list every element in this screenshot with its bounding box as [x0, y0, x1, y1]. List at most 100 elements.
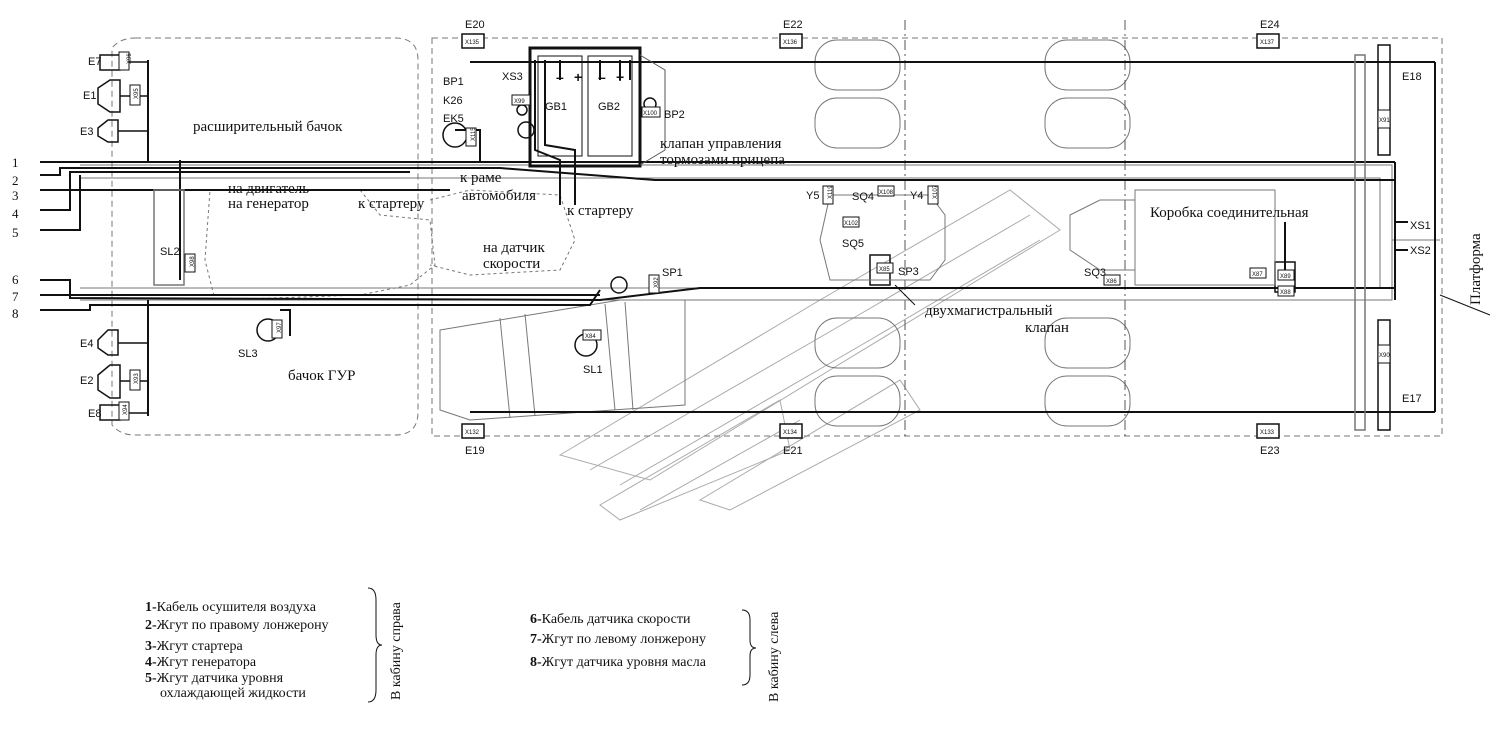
component-label: BP1: [443, 76, 464, 88]
legend-right: 1-Кабель осушителя воздуха 2-Жгут по пра…: [145, 600, 404, 701]
power-steering-tank-label: бачок ГУР: [288, 368, 355, 384]
lamp-label: E2: [80, 375, 93, 387]
wire-number: 7: [12, 289, 19, 304]
component-label: SQ4: [852, 191, 874, 203]
wire-number: 6: [12, 272, 19, 287]
svg-text:X98: X98: [190, 256, 196, 267]
two-line-valve-pointer: [894, 284, 916, 306]
connector-tag: X92: [648, 274, 660, 294]
battery-sign: +: [616, 69, 624, 85]
engine-outline: [204, 189, 576, 301]
connector-tag: X132: [465, 430, 480, 436]
junction-box-label: Коробка соединительная: [1150, 205, 1309, 221]
svg-text:X88: X88: [1280, 290, 1291, 296]
connector-tag: X94: [118, 401, 130, 421]
battery-sign: –: [598, 69, 606, 85]
valve-label: тормозами прицепа: [660, 152, 785, 168]
svg-text:X97: X97: [277, 322, 283, 333]
lamp-label: E18: [1402, 71, 1422, 83]
component-label: Y5: [806, 190, 819, 202]
connector-tag: X85: [876, 262, 894, 274]
connector-tag: X100: [641, 106, 661, 118]
connector-tag: X102: [842, 216, 860, 228]
component-label: SP3: [898, 266, 919, 278]
expansion-tank-label: расширительный бачок: [193, 119, 343, 135]
legend-item-cont: охлаждающей жидкости: [160, 686, 306, 701]
legend-item: 3-Жгут стартера: [145, 639, 243, 654]
component-label: EK5: [443, 113, 464, 125]
legend-brace-left: [741, 609, 757, 686]
connector-tag: X90: [1377, 344, 1391, 364]
svg-text:X86: X86: [1106, 279, 1117, 285]
wire-number: 4: [12, 206, 19, 221]
lamp-label: E4: [80, 338, 93, 350]
lamp-label: E23: [1260, 445, 1280, 457]
connector-tag: X91: [1377, 109, 1391, 129]
legend-item: 5-Жгут датчика уровня: [145, 671, 284, 686]
legend-item: 1-Кабель осушителя воздуха: [145, 600, 317, 615]
wire-number: 5: [12, 225, 19, 240]
connector-tag: X96: [118, 51, 133, 71]
platform-pointer: [1439, 294, 1491, 316]
connector-tag: X108: [877, 185, 895, 197]
legend-item: 8-Жгут датчика уровня масла: [530, 655, 707, 670]
connector-tag: X107: [927, 184, 939, 205]
battery-sign: +: [574, 69, 582, 85]
svg-text:X99: X99: [514, 99, 525, 105]
svg-text:X108: X108: [879, 190, 894, 196]
connector-tag: X97: [271, 319, 283, 339]
component-label: XS3: [502, 71, 523, 83]
svg-text:X107: X107: [933, 184, 939, 199]
lamp-label: E21: [783, 445, 803, 457]
to-starter-label: к стартеру: [567, 203, 634, 219]
svg-text:X90: X90: [1379, 353, 1390, 359]
battery-box: [528, 46, 666, 168]
lamp-label: E24: [1260, 19, 1280, 31]
connector-tag: X84: [582, 329, 602, 341]
lamp-label: E1: [83, 90, 96, 102]
lamp-label: E22: [783, 19, 803, 31]
svg-text:X85: X85: [879, 267, 890, 273]
to-frame-label: к раме: [460, 170, 502, 186]
fuel-tank: [439, 299, 686, 421]
component-label: SQ5: [842, 238, 864, 250]
two-line-valve-label: двухмагистральный: [925, 303, 1053, 319]
connector-tag: X119: [822, 185, 834, 205]
legend-item: 4-Жгут генератора: [145, 655, 257, 670]
to-starter-label: к стартеру: [358, 196, 425, 212]
lamp-label: E3: [80, 126, 93, 138]
wire-number: 1: [12, 155, 19, 170]
component-label: SP1: [662, 267, 683, 279]
legend-group-label: В кабину слева: [767, 611, 782, 702]
connector-tag: X87: [1249, 267, 1267, 279]
svg-text:X119: X119: [828, 185, 834, 199]
connector-tag: X93: [129, 369, 141, 391]
connector-tag: X136: [783, 40, 798, 46]
component-label: K26: [443, 95, 463, 107]
wheels: [814, 39, 1131, 427]
svg-text:X102: X102: [844, 221, 859, 227]
connector-tag: X88: [1277, 285, 1295, 297]
component-label: SL1: [583, 364, 603, 376]
battery-sign: –: [556, 69, 564, 85]
lamp-label: E7: [88, 56, 101, 68]
legend-item: 7-Жгут по левому лонжерону: [530, 632, 706, 647]
two-line-valve-label: клапан: [1025, 320, 1069, 336]
svg-text:X93: X93: [134, 373, 140, 384]
to-generator-label: на генератор: [228, 196, 309, 212]
legend-left: 6-Кабель датчика скорости 7-Жгут по лево…: [530, 611, 782, 702]
background-arrow: [558, 189, 1061, 521]
connector-tag: X86: [1103, 274, 1121, 286]
component-label: SQ3: [1084, 267, 1106, 279]
wire-number: 3: [12, 188, 19, 203]
connector-tag: X115: [465, 127, 477, 147]
speed-sensor-label: скорости: [483, 256, 540, 272]
to-frame-label: автомобиля: [462, 188, 536, 204]
svg-text:X96: X96: [127, 53, 133, 64]
connector-tag: X135: [465, 40, 480, 46]
svg-text:X91: X91: [1379, 118, 1390, 124]
component-label: GB1: [545, 101, 567, 113]
component-label: Y4: [910, 190, 923, 202]
legend-group-label: В кабину справа: [389, 601, 404, 700]
